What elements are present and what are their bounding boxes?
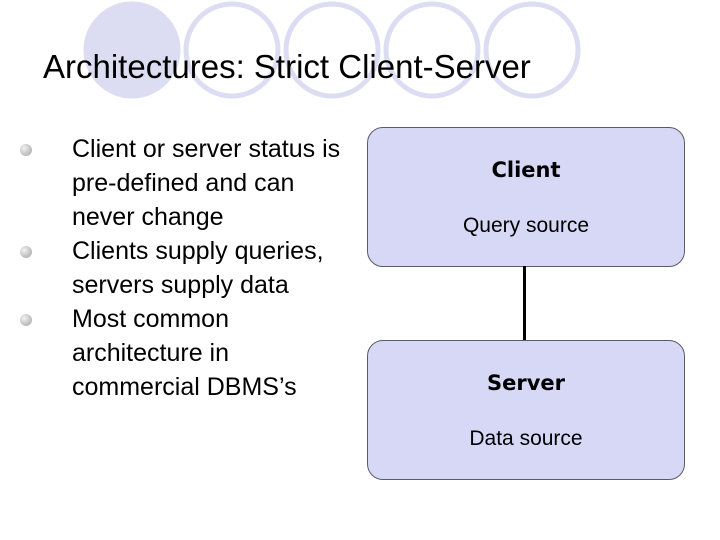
deco-circle [283, 1, 381, 99]
server-box-title: Server [486, 371, 565, 395]
client-box-title: Client [491, 158, 561, 182]
deco-circle-filled [86, 4, 178, 96]
deco-circle [383, 1, 481, 99]
server-box-subtitle: Data source [469, 427, 583, 450]
bullet-dot-icon [20, 144, 32, 156]
bullet-item: Clients supply queries, servers supply d… [20, 234, 360, 302]
client-box-subtitle: Query source [462, 214, 590, 237]
bullet-dot-icon [20, 314, 32, 326]
bullet-dot-icon [20, 246, 32, 258]
decorative-circles [83, 1, 581, 99]
client-server-connector [523, 266, 526, 341]
bullet-text: Client or server status is pre-defined a… [72, 135, 341, 231]
bullet-text: Most common architecture in commercial D… [72, 305, 297, 401]
client-box: Client Query source [367, 127, 685, 267]
deco-circle [483, 1, 581, 99]
server-box: Server Data source [367, 340, 685, 480]
bullet-item: Most common architecture in commercial D… [20, 302, 360, 404]
bullet-list: Client or server status is pre-defined a… [20, 132, 360, 404]
bullet-text: Clients supply queries, servers supply d… [72, 237, 324, 299]
slide-title: Architectures: Strict Client-Server [43, 48, 531, 85]
deco-circle [183, 1, 281, 99]
bullet-item: Client or server status is pre-defined a… [20, 132, 360, 234]
